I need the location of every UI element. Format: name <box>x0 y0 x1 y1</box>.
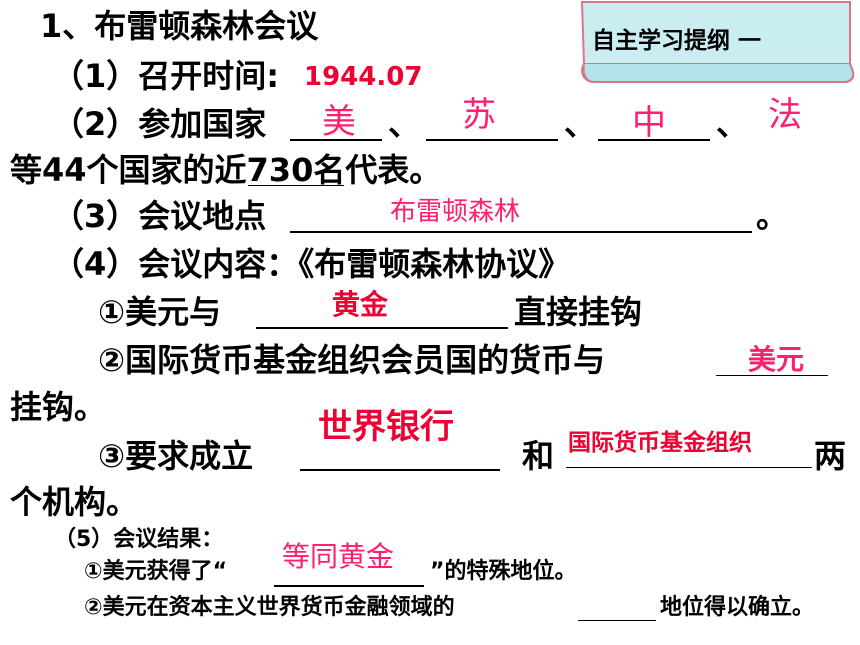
item4-sub2-prefix: ②国际货币基金组织会员国的货币与 <box>98 341 606 379</box>
item2-sep-3: 、 <box>716 105 749 143</box>
item4-sub3-line2: 个机构。 <box>10 483 139 521</box>
item3-label: （3）会议地点 <box>52 197 267 235</box>
item5-sub1-suffix: ”的特殊地位。 <box>430 559 577 584</box>
item3-answer: 布雷顿森林 <box>390 197 521 227</box>
item2-sep-1: 、 <box>388 105 421 143</box>
item2-blank-3 <box>598 139 710 141</box>
item5-sub1-answer: 等同黄金 <box>282 540 395 573</box>
item5-sub2-text-after: 地位得以确立。 <box>660 595 815 620</box>
item4-sub3-middle: 和 <box>522 437 555 475</box>
item3-end: 。 <box>756 197 789 235</box>
item2-answer-1: 美 <box>322 102 356 142</box>
item4-label: （4）会议内容：《布雷顿森林协议》 <box>52 245 571 283</box>
item2-line2: 等44个国家的近730名代表。 <box>10 151 442 189</box>
item5-sub1-prefix: ①美元获得了“ <box>84 559 228 584</box>
item2-answer-3: 中 <box>632 103 666 143</box>
item4-sub3-answer-2: 国际货币基金组织 <box>568 430 752 456</box>
item2-label: （2）参加国家 <box>52 105 267 143</box>
item4-sub3-prefix: ③要求成立 <box>98 437 254 475</box>
item4-sub2-line2: 挂钩。 <box>10 388 107 426</box>
item5-sub2-text-before: ②美元在资本主义世界货币金融领域的 <box>84 595 455 620</box>
item1-answer: 1944.07 <box>304 62 423 92</box>
item4-sub2-answer: 美元 <box>748 343 805 376</box>
item4-sub1-answer: 黄金 <box>332 288 389 321</box>
item2-answer-2: 苏 <box>462 95 496 135</box>
item2-blank-1 <box>290 139 382 141</box>
outline-badge-label: 自主学习提纲 一 <box>592 28 762 54</box>
item4-sub3-answer-1: 世界银行 <box>318 407 454 447</box>
item4-sub1-prefix: ①美元与 <box>98 293 222 331</box>
item2-blank-2 <box>426 139 558 141</box>
item3-blank <box>290 231 752 233</box>
item4-sub1-suffix: 直接挂钩 <box>514 293 643 331</box>
item4-sub3-blank-2 <box>566 467 812 468</box>
item5-sub1-blank <box>274 585 424 587</box>
item2-answer-4: 法 <box>768 95 802 135</box>
item5-label: （5）会议结果： <box>54 527 224 552</box>
section-heading: 1、布雷顿森林会议 <box>40 7 319 45</box>
item1-label: （1）召开时间: <box>52 57 280 95</box>
item2-blank-count <box>248 185 344 186</box>
item2-sep-2: 、 <box>564 105 597 143</box>
item4-sub2-blank <box>716 375 828 376</box>
item4-sub3-suffix: 两 <box>814 437 847 475</box>
outline-badge-shape <box>580 1 855 83</box>
item4-sub3-blank-1 <box>300 469 500 471</box>
item4-sub1-blank <box>256 327 508 329</box>
item5-sub2-blank <box>578 620 656 621</box>
